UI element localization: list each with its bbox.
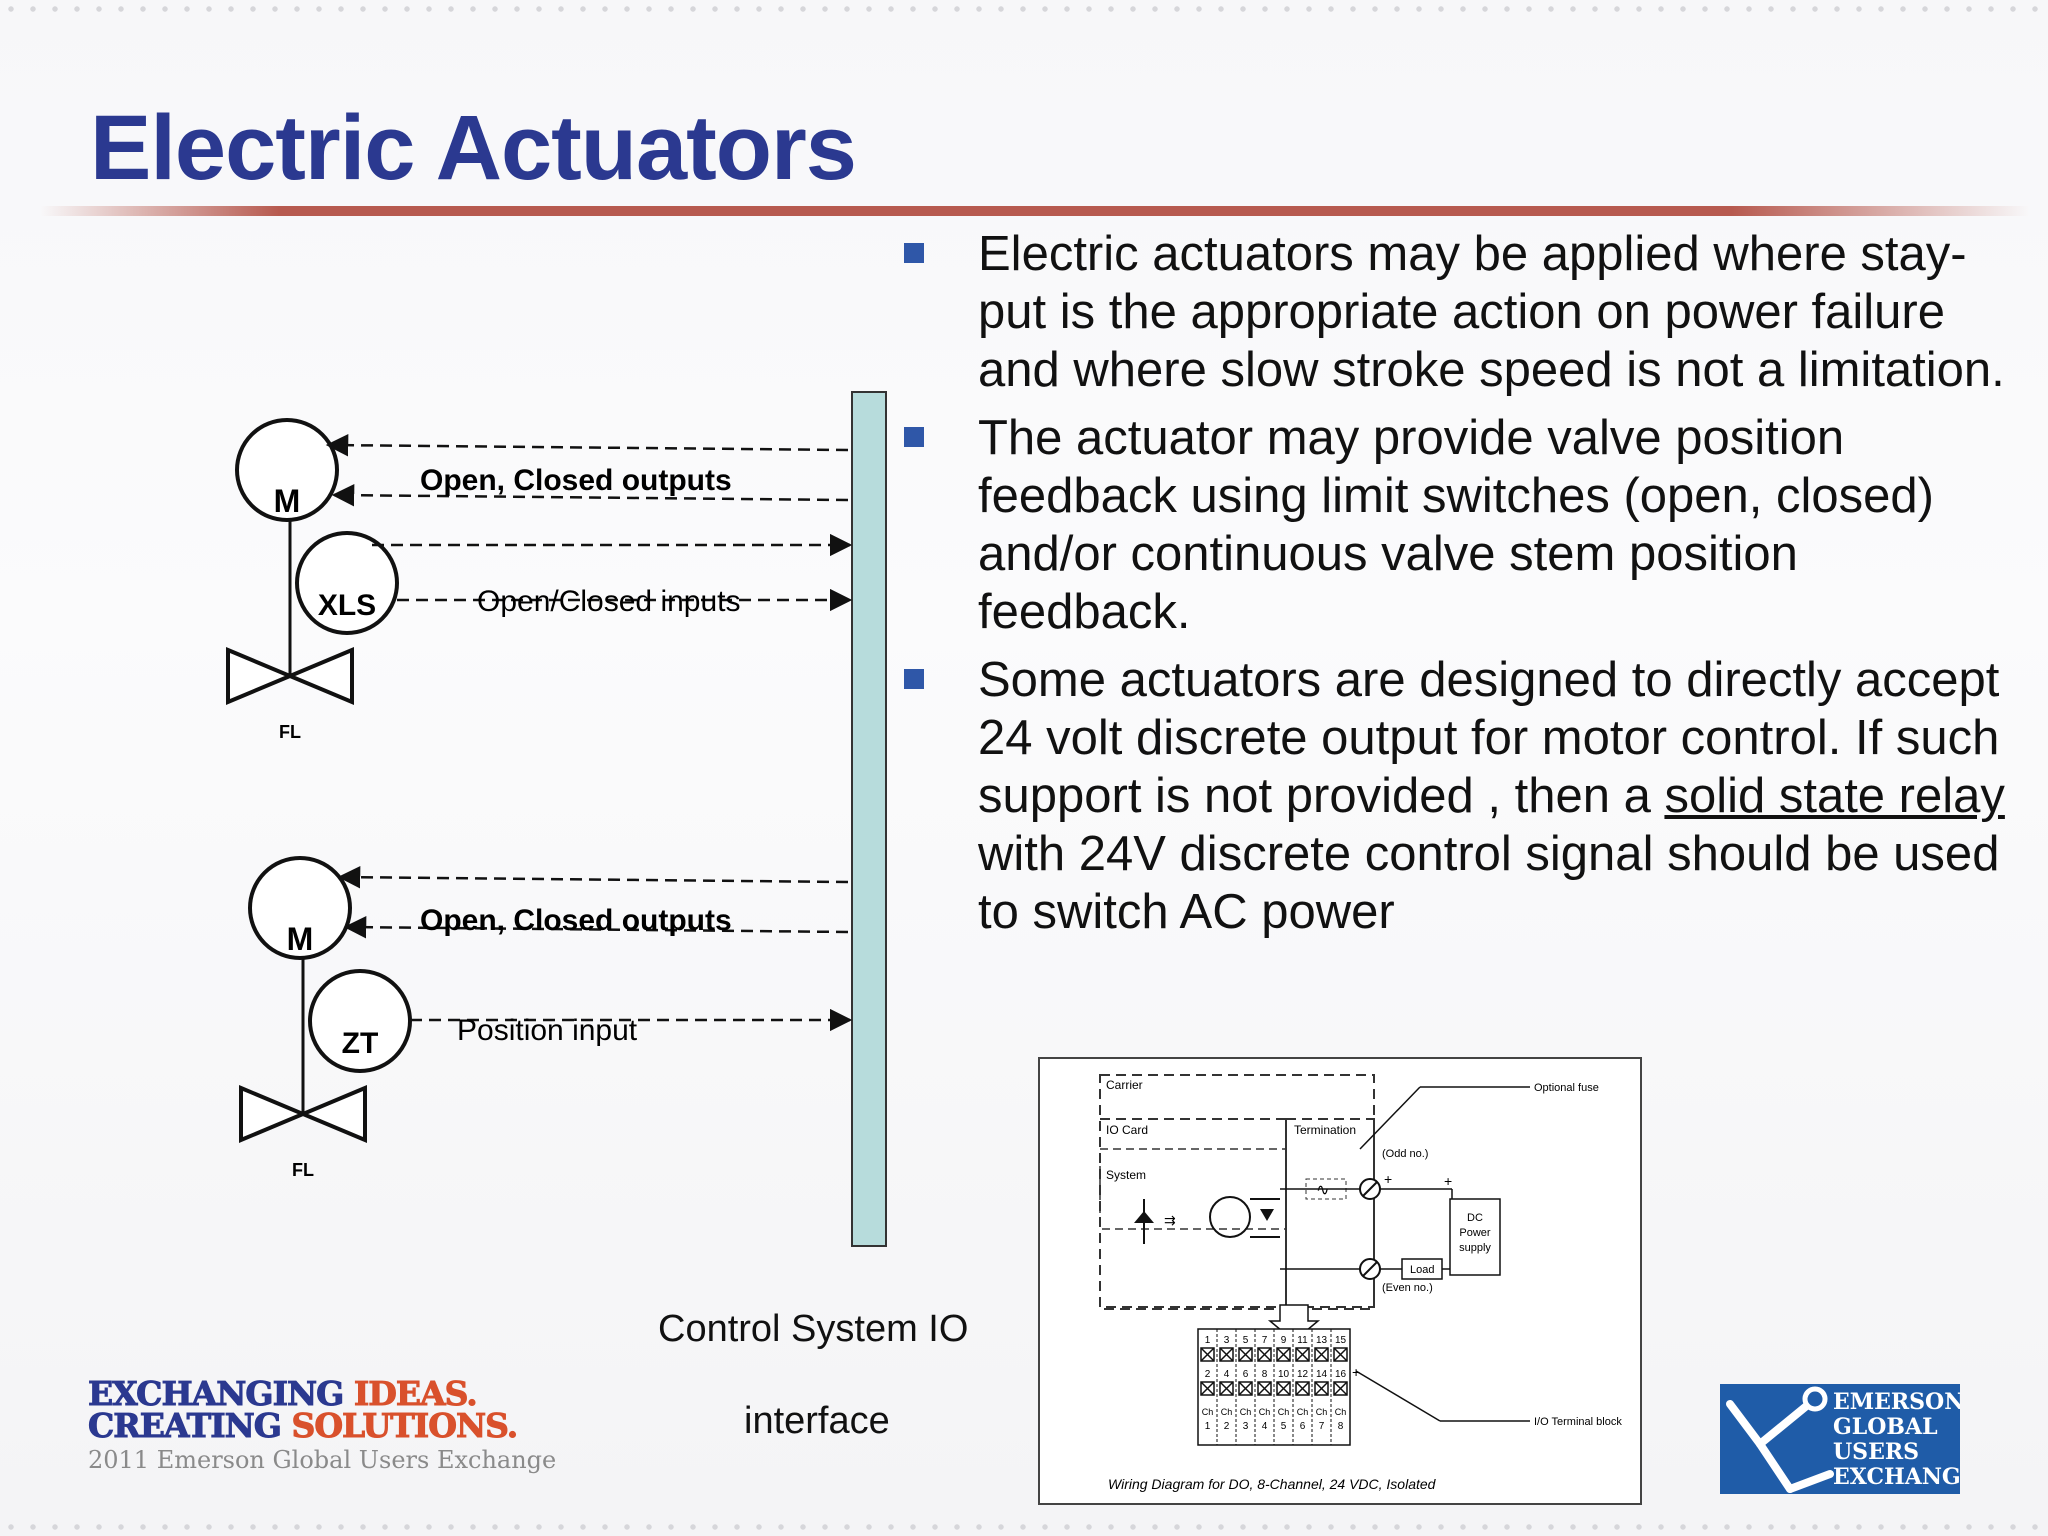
terminal-number: 3 (1224, 1335, 1230, 1346)
wiring-diagram: Carrier IO Card Termination System ⇉ ∿ (1038, 1057, 1642, 1505)
fuse-icon: ∿ (1316, 1182, 1329, 1199)
terminal-number: 1 (1205, 1335, 1211, 1346)
terminal-number: 6 (1300, 1421, 1306, 1432)
fail-label: FL (279, 722, 301, 742)
load-label: Load (1410, 1264, 1434, 1276)
exchanging-ideas-logo: EXCHANGING IDEAS. CREATING SOLUTIONS. 20… (87, 1374, 557, 1475)
bullet-text: Some actuators are designed to directly … (978, 653, 2005, 939)
termination-label: Termination (1294, 1123, 1356, 1137)
bottom-dot-border (0, 1518, 2048, 1536)
dc-power-label: supply (1459, 1242, 1491, 1254)
fail-label: FL (292, 1160, 314, 1180)
terminal-number: 4 (1224, 1369, 1230, 1380)
terminal-number: 14 (1316, 1369, 1328, 1380)
terminal-number: 7 (1319, 1421, 1325, 1432)
transistor-icon (1209, 1196, 1251, 1238)
terminal-number: Ch (1335, 1407, 1347, 1417)
switch-label: XLS (318, 589, 376, 622)
terminal-number: Ch (1316, 1407, 1328, 1417)
terminal-number: Ch (1259, 1407, 1271, 1417)
even-no-label: (Even no.) (1382, 1282, 1433, 1294)
terminal-number: 12 (1297, 1369, 1309, 1380)
odd-no-label: (Odd no.) (1382, 1148, 1428, 1160)
dc-power-box (1449, 1198, 1501, 1276)
emerson-global-users-exchange-logo: EMERSON GLOBAL USERS EXCHANGE (1720, 1384, 1960, 1494)
terminal-number: 7 (1262, 1335, 1268, 1346)
terminal-number: 5 (1243, 1335, 1249, 1346)
dc-power-label: DC (1467, 1212, 1483, 1224)
terminal-number: Ch (1221, 1407, 1233, 1417)
terminal-number: 13 (1316, 1335, 1328, 1346)
valve-assembly-2: M ZT FL Open, Closed outputs Position in… (239, 856, 853, 1180)
terminal-number: Ch (1278, 1407, 1290, 1417)
bullet-square-icon (904, 669, 924, 689)
slide-title: Electric Actuators (90, 97, 857, 199)
position-input-label: Position input (457, 1014, 638, 1047)
svg-text:+: + (1352, 1364, 1360, 1380)
bullet-square-icon (904, 243, 924, 263)
transmitter-label: ZT (342, 1027, 379, 1060)
io-card-label: IO Card (1106, 1123, 1148, 1137)
valve-body-icon (226, 646, 354, 706)
terminal-block-label: I/O Terminal block (1534, 1416, 1622, 1428)
bullet-item: The actuator may provide valve position … (900, 409, 2020, 641)
terminal-number: Ch (1297, 1407, 1309, 1417)
terminal-number: 2 (1224, 1421, 1230, 1432)
terminal-number: 1 (1205, 1421, 1211, 1432)
optocoupler-arrows-icon: ⇉ (1164, 1212, 1176, 1228)
underlined-term: solid state relay (1664, 769, 2005, 823)
bus-label: Control System IO (658, 1308, 969, 1350)
bullet-text: Electric actuators may be applied where … (978, 227, 2005, 397)
outputs-label: Open, Closed outputs (420, 904, 732, 937)
terminal-number: 10 (1278, 1369, 1290, 1380)
terminal-number: 15 (1335, 1335, 1347, 1346)
system-label: System (1106, 1168, 1146, 1182)
terminal-number: 11 (1297, 1335, 1308, 1346)
terminal-number: 16 (1335, 1369, 1347, 1380)
svg-text:+: + (1384, 1171, 1392, 1187)
terminal-number: 2 (1205, 1369, 1211, 1380)
wiring-diagram-svg: Carrier IO Card Termination System ⇉ ∿ (1099, 1074, 1622, 1492)
network-icon (1726, 1386, 1834, 1493)
terminal-number: 4 (1262, 1421, 1268, 1432)
bullet-list: Electric actuators may be applied where … (900, 225, 2020, 951)
switch-circle (295, 531, 399, 635)
valve-assembly-1: M XLS FL Open, Closed outputs Open/Close… (226, 418, 853, 742)
bus-label-continued: interface (744, 1400, 890, 1442)
outputs-label: Open, Closed outputs (420, 464, 732, 497)
motor-circle (248, 856, 352, 960)
terminal-number: 8 (1338, 1421, 1344, 1432)
optional-fuse-label: Optional fuse (1534, 1082, 1599, 1094)
svg-text:+: + (1444, 1173, 1452, 1189)
motor-label: M (274, 483, 301, 519)
valve-body-icon (239, 1084, 367, 1144)
terminal-number: Ch (1202, 1407, 1214, 1417)
control-system-bus (851, 391, 887, 1247)
carrier-label: Carrier (1106, 1078, 1143, 1092)
terminal-number: 3 (1243, 1421, 1249, 1432)
bullet-text: The actuator may provide valve position … (978, 411, 1934, 639)
bullet-item: Some actuators are designed to directly … (900, 651, 2020, 941)
terminal-number: Ch (1240, 1407, 1252, 1417)
wiring-caption: Wiring Diagram for DO, 8-Channel, 24 VDC… (1108, 1476, 1437, 1492)
inputs-label: Open/Closed inputs (477, 585, 741, 618)
motor-circle (235, 418, 339, 522)
top-dot-border (0, 0, 2048, 18)
terminal-number: 8 (1262, 1369, 1268, 1380)
terminal-number: 5 (1281, 1421, 1287, 1432)
dc-power-label: Power (1459, 1227, 1491, 1239)
bullet-item: Electric actuators may be applied where … (900, 225, 2020, 399)
bullet-square-icon (904, 427, 924, 447)
terminal-number: 9 (1281, 1335, 1287, 1346)
terminal-number: 6 (1243, 1369, 1249, 1380)
motor-label: M (287, 921, 314, 957)
title-rule (40, 206, 2030, 216)
